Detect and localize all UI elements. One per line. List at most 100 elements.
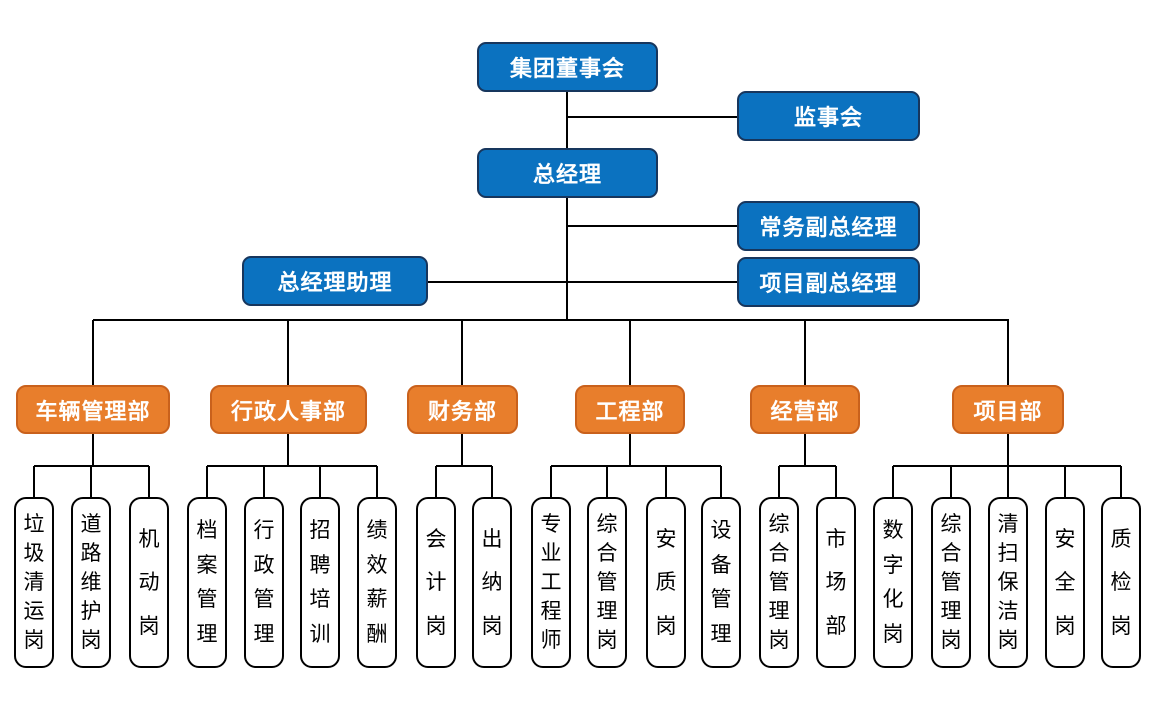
position-label-char: 岗 [138,614,160,638]
position-label-char: 程 [540,600,562,623]
position-node: 招聘培训 [300,497,340,668]
position-node: 道路维护岗 [71,497,111,668]
position-label-char: 保 [997,571,1019,594]
position-label-char: 清 [23,571,45,594]
connector-line [93,319,1009,321]
connector-line [1120,466,1122,497]
position-label-char: 扫 [997,542,1019,565]
connector-line [263,466,265,497]
position-node: 绩效薪酬 [357,497,397,668]
org-node-gm-assistant: 总经理助理 [242,256,428,306]
connector-line [491,466,493,497]
position-node: 市场部 [816,497,856,668]
position-label-char: 理 [196,623,218,647]
connector-line [206,466,208,497]
position-label-char: 护 [80,600,102,623]
position-label-char: 岗 [655,614,677,638]
department-label: 项目部 [973,398,1043,424]
position-node: 档案管理 [187,497,227,668]
position-label-char: 数 [882,518,904,542]
connector-line [1007,434,1009,466]
department-node: 财务部 [407,385,518,434]
connector-line [629,434,631,466]
connector-line [33,466,35,497]
position-label-char: 岗 [425,614,447,638]
position-label-char: 清 [997,513,1019,536]
position-label-char: 综 [940,513,962,536]
position-label-char: 行 [253,518,275,542]
position-label-char: 理 [596,600,618,623]
position-node: 专业工程师 [531,497,571,668]
position-label-char: 岗 [940,629,962,652]
position-label-char: 出 [481,527,503,551]
position-label-char: 理 [768,600,790,623]
position-label-char: 档 [196,518,218,542]
connector-line [720,466,722,497]
connector-line [90,466,92,497]
position-label-char: 计 [425,571,447,594]
position-node: 综合管理岗 [587,497,627,668]
connector-line [287,320,289,385]
position-label-char: 管 [710,588,732,612]
org-node-project-deputy-gm: 项目副总经理 [737,257,920,307]
connector-line [428,281,737,283]
position-label-char: 质 [655,571,677,594]
connector-line [892,466,894,497]
connector-line [629,320,631,385]
connector-line [1064,466,1066,497]
connector-line [435,466,437,497]
department-node: 工程部 [575,385,685,434]
position-label-char: 岗 [481,614,503,638]
connector-line [1007,466,1009,497]
position-label-char: 岗 [997,629,1019,652]
position-label-char: 机 [138,527,160,551]
position-label-char: 师 [540,629,562,652]
position-label-char: 备 [710,553,732,577]
position-node: 综合管理岗 [931,497,971,668]
position-node: 设备管理 [701,497,741,668]
position-label-char: 质 [1110,527,1132,551]
position-label-char: 检 [1110,571,1132,594]
position-node: 机动岗 [129,497,169,668]
position-label-char: 管 [196,588,218,612]
org-node-board-label: 集团董事会 [509,56,625,81]
position-label-char: 培 [309,588,331,612]
connector-line [207,465,377,467]
position-label-char: 政 [253,553,275,577]
connector-line [319,466,321,497]
position-label-char: 字 [882,553,904,577]
position-label-char: 会 [425,527,447,551]
position-label-char: 设 [710,518,732,542]
position-label-char: 薪 [366,588,388,612]
position-label-char: 综 [596,513,618,536]
position-node: 数字化岗 [873,497,913,668]
connector-line [567,225,737,227]
position-label-char: 管 [253,588,275,612]
position-label-char: 酬 [366,623,388,647]
org-node-gm-assistant-label: 总经理助理 [277,270,393,295]
connector-line [1007,320,1009,385]
department-node: 行政人事部 [210,385,367,434]
position-label-char: 安 [1054,527,1076,551]
position-label-char: 合 [596,542,618,565]
position-node: 会计岗 [416,497,456,668]
position-label-char: 管 [940,571,962,594]
connector-line [287,434,289,466]
position-label-char: 案 [196,553,218,577]
position-node: 出纳岗 [472,497,512,668]
position-label-char: 岗 [23,629,45,652]
position-label-char: 岗 [596,629,618,652]
position-node: 安质岗 [646,497,686,668]
position-label-char: 岗 [882,623,904,647]
position-label-char: 动 [138,571,160,594]
connector-line [566,92,568,148]
position-label-char: 管 [768,571,790,594]
connector-line [950,466,952,497]
position-node: 综合管理岗 [759,497,799,668]
connector-line [567,116,737,118]
position-label-char: 维 [80,571,102,594]
connector-line [92,320,94,385]
position-label-char: 场 [825,571,847,594]
position-label-char: 道 [80,513,102,536]
